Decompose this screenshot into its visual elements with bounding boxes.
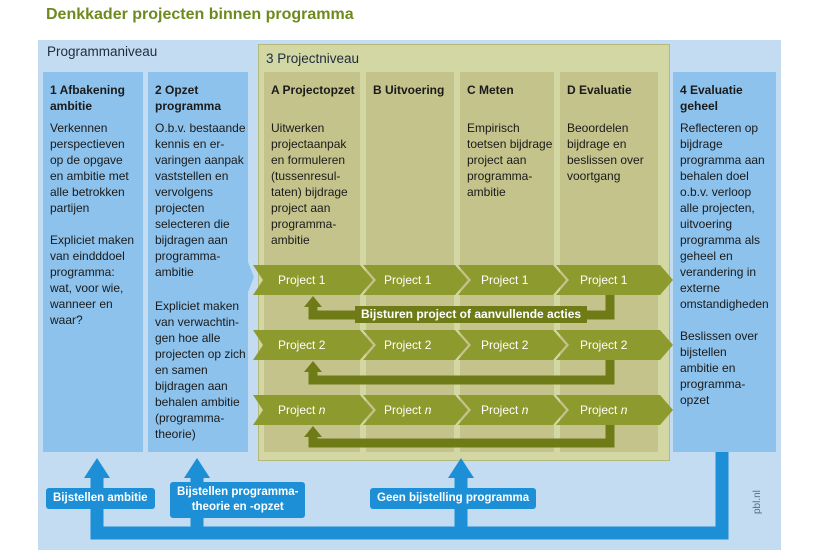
project-2-label-b: Project 2 [384, 338, 432, 352]
project-1-label-b: Project 1 [384, 273, 432, 287]
project-n-label-a: Project n [278, 403, 326, 417]
project-level-label: 3 Projectniveau [266, 51, 360, 66]
diagram-title: Denkkader projecten binnen programma [46, 6, 354, 23]
feedback-loop-arrowhead-2 [304, 361, 322, 372]
column-heading-projectopzet: A Projectopzet [271, 83, 355, 97]
column-text-evaluatie-geheel: Reflecteren op bijdrage programma aan be… [680, 121, 769, 407]
column-heading-afbakening: 1 Afbakening ambitie [50, 83, 125, 113]
column-text-opzet: O.b.v. bestaande kennis en er- varingen … [155, 121, 246, 279]
column-opzet-programma-shape [148, 72, 254, 452]
blue-arrowhead-2 [184, 458, 210, 478]
column-heading-evaluatie-geheel: 4 Evaluatie geheel [680, 83, 743, 113]
column-text-evaluatie: Beoordelen bijdrage en beslissen over vo… [567, 121, 644, 183]
column-projectopzet [264, 72, 360, 452]
bijsturen-label: Bijsturen project of aanvullende acties [355, 306, 588, 323]
column-text-meten: Empirisch toetsen bijdrage project aan p… [467, 121, 553, 199]
feedback-loop-arrowhead-n [304, 426, 322, 437]
project-arrow-row-2 [253, 330, 673, 360]
column-text-opzet-extra: Expliciet maken van verwachtin- gen hoe … [155, 299, 246, 441]
project-arrow-row-n [253, 395, 673, 425]
column-evaluatie [560, 72, 658, 452]
blue-arrowhead-1 [84, 458, 110, 478]
bijstellen-programma-label: Bijstellen programma- theorie en -opzet [170, 482, 306, 518]
geen-bijstelling-label: Geen bijstelling programma [370, 488, 537, 509]
blue-arrowhead-3 [448, 458, 474, 478]
feedback-loop-project-n [308, 423, 615, 448]
feedback-loop-project-2 [308, 358, 615, 385]
column-meten [460, 72, 554, 452]
project-1-label-d: Project 1 [580, 273, 628, 287]
bijstellen-ambitie-label: Bijstellen ambitie [46, 488, 155, 509]
column-heading-evaluatie: D Evaluatie [567, 83, 632, 97]
program-level-label: Programmaniveau [47, 44, 158, 59]
project-2-label-c: Project 2 [481, 338, 529, 352]
column-uitvoering [366, 72, 454, 452]
project-n-label-d: Project n [580, 403, 628, 417]
project-2-label-d: Project 2 [580, 338, 628, 352]
project-arrow-row-1 [253, 265, 673, 295]
feedback-loop-arrowhead-1 [304, 296, 322, 307]
column-heading-uitvoering: B Uitvoering [373, 83, 445, 97]
project-n-label-b: Project n [384, 403, 432, 417]
project-n-label-c: Project n [481, 403, 529, 417]
project-2-label-a: Project 2 [278, 338, 326, 352]
project-1-label-c: Project 1 [481, 273, 529, 287]
source-label: pbl.nl [752, 490, 763, 514]
column-heading-meten: C Meten [467, 83, 514, 97]
column-text-afbakening: Verkennen perspectieven op de opgave en … [50, 121, 135, 327]
column-evaluatie-geheel [673, 72, 776, 452]
column-heading-opzet: 2 Opzet programma [155, 83, 222, 113]
project-1-label-a: Project 1 [278, 273, 326, 287]
column-text-projectopzet: Uitwerken projectaanpak en formuleren (t… [271, 121, 348, 247]
column-afbakening-ambitie [43, 72, 143, 452]
